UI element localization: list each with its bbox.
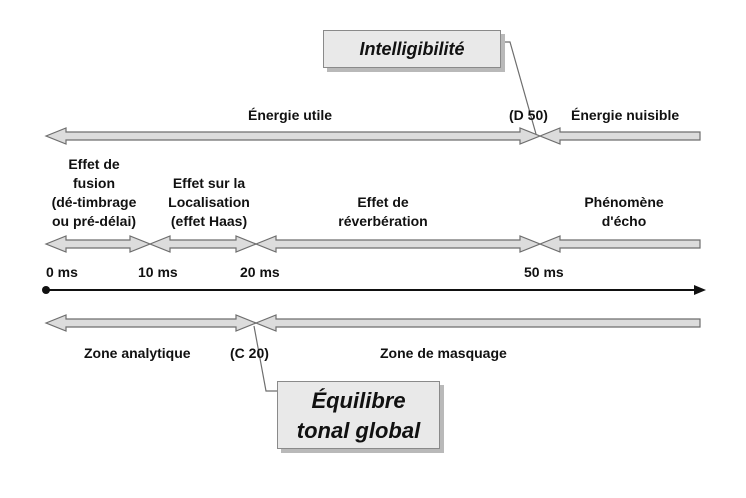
d50-label: (D 50) — [509, 107, 548, 123]
localisation-effect-arrow — [148, 235, 258, 253]
tonal-balance-line-2: tonal global — [296, 418, 421, 443]
tick-50ms: 50 ms — [524, 264, 564, 280]
tick-20ms: 20 ms — [240, 264, 280, 280]
analytic-zone-label: Zone analytique — [84, 345, 191, 361]
fusion-line-2: fusion — [73, 175, 115, 191]
echo-effect-label: Phénomène d'écho — [572, 193, 676, 231]
intelligibility-connector — [499, 41, 537, 135]
localisation-effect-label: Effet sur la Localisation (effet Haas) — [150, 174, 268, 231]
useful-energy-label: Énergie utile — [248, 107, 333, 123]
masking-zone-label: Zone de masquage — [380, 345, 507, 361]
tonal-balance-box: Équilibre tonal global — [277, 381, 440, 449]
masking-zone-arrow — [254, 314, 701, 332]
reverberation-line-2: réverbération — [338, 213, 428, 229]
fusion-line-1: Effet de — [68, 156, 120, 172]
fusion-line-3: (dé-timbrage — [51, 194, 137, 210]
intelligibility-label: Intelligibilité — [359, 39, 465, 59]
reverberation-effect-label: Effet de réverbération — [328, 193, 438, 231]
fusion-effect-arrow — [44, 235, 152, 253]
useful-energy-arrow — [44, 127, 542, 145]
localisation-line-3: (effet Haas) — [170, 213, 248, 229]
harmful-energy-arrow — [538, 127, 701, 145]
tonal-balance-connector — [253, 325, 277, 392]
echo-line-2: d'écho — [601, 213, 647, 229]
fusion-effect-label: Effet de fusion (dé-timbrage ou pré-déla… — [34, 155, 154, 231]
tick-0ms: 0 ms — [46, 264, 78, 280]
reverberation-line-1: Effet de — [357, 194, 409, 210]
intelligibility-box: Intelligibilité — [323, 30, 501, 68]
analytic-zone-arrow — [44, 314, 258, 332]
time-axis-arrowhead — [694, 285, 706, 295]
fusion-line-4: ou pré-délai) — [51, 213, 136, 229]
time-axis-origin-dot — [42, 286, 50, 294]
echo-effect-arrow — [538, 235, 701, 253]
tick-10ms: 10 ms — [138, 264, 178, 280]
tonal-balance-line-1: Équilibre — [311, 388, 406, 413]
echo-line-1: Phénomène — [584, 194, 664, 210]
harmful-energy-label: Énergie nuisible — [571, 107, 680, 123]
localisation-line-1: Effet sur la — [172, 175, 246, 191]
localisation-line-2: Localisation — [168, 194, 250, 210]
reverberation-effect-arrow — [254, 235, 542, 253]
c20-label: (C 20) — [230, 345, 269, 361]
